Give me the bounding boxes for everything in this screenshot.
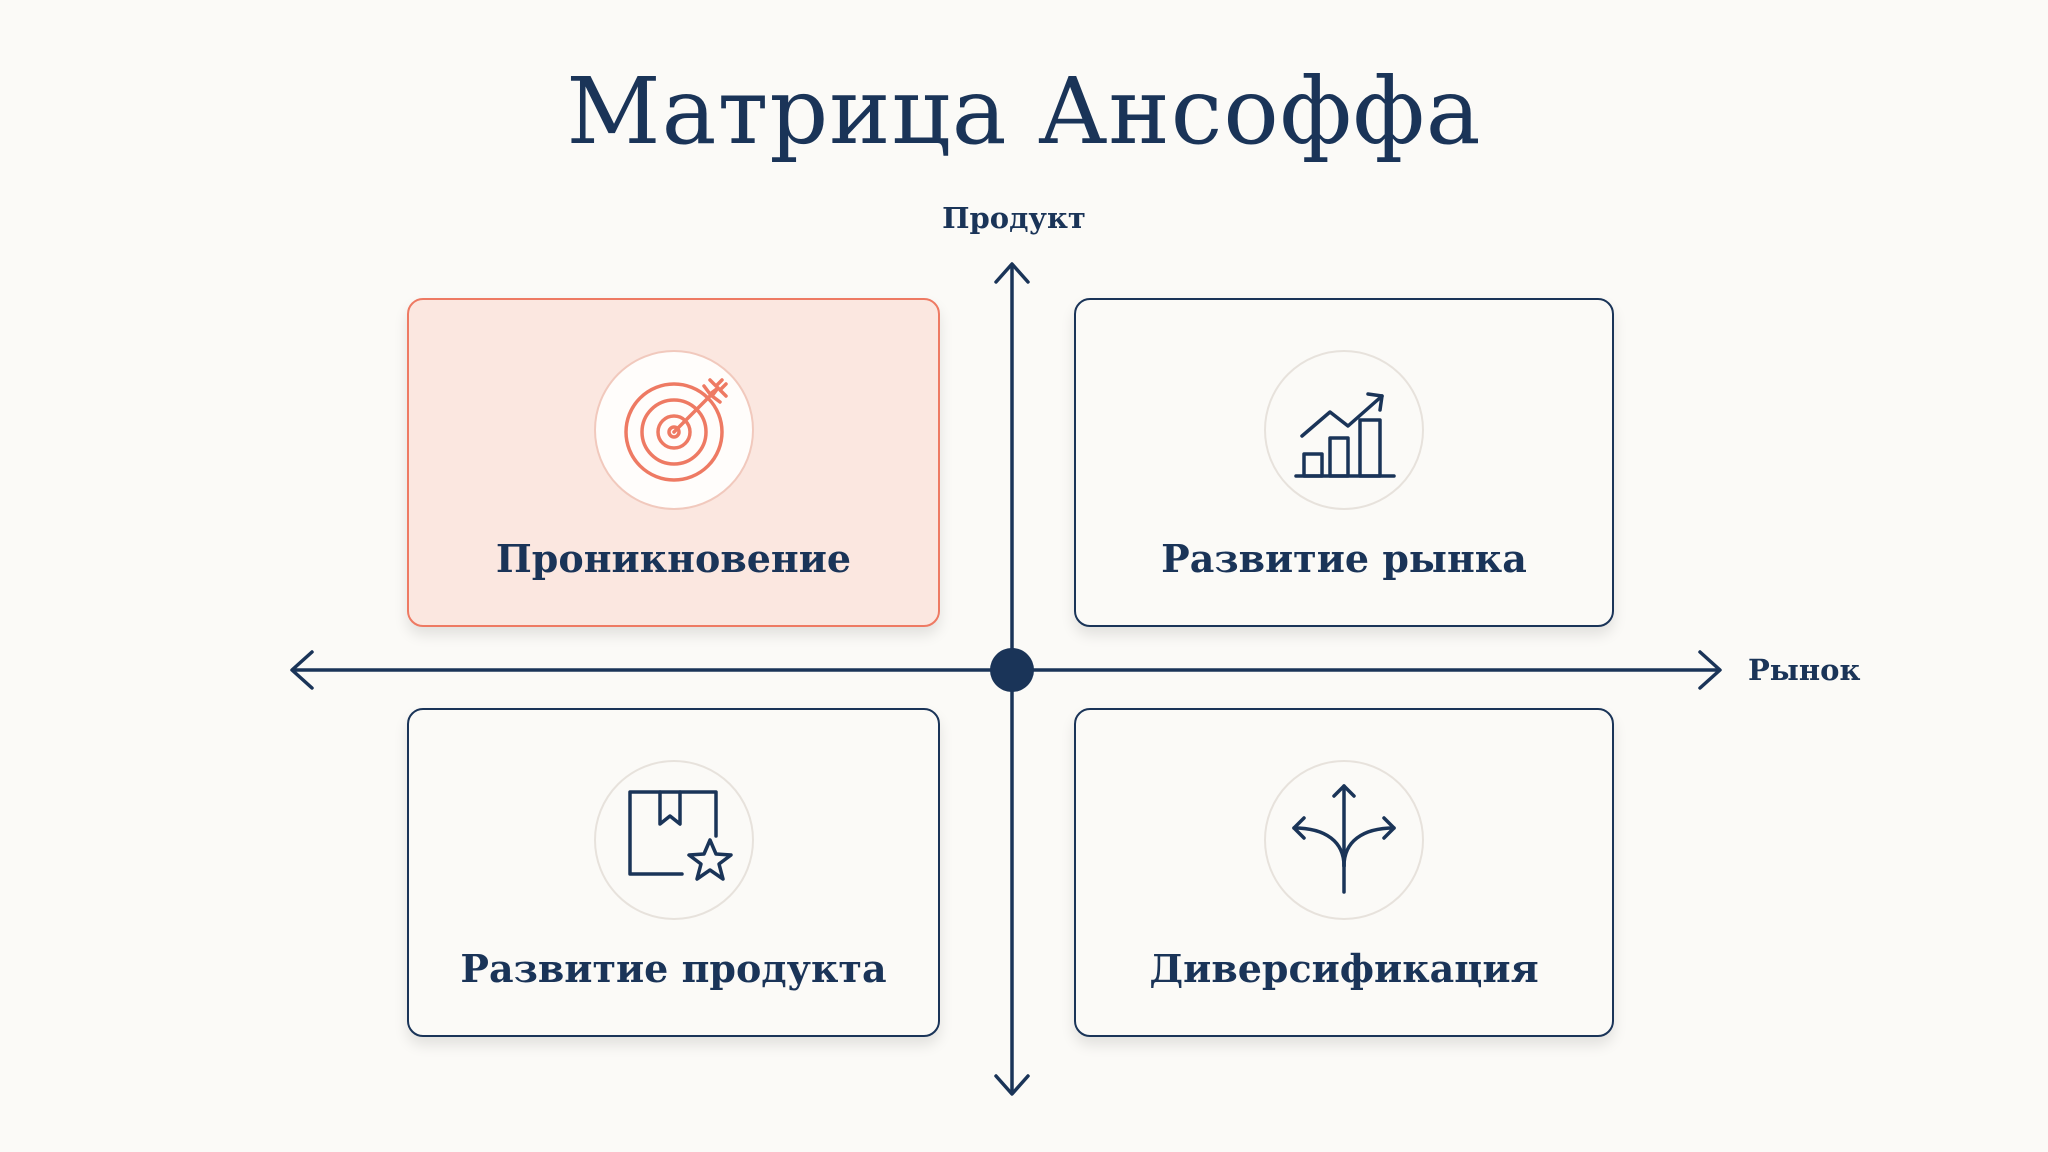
- quadrant-label: Развитие рынка: [1161, 536, 1527, 581]
- y-axis-bottom-arrow: [994, 1074, 1030, 1096]
- quadrant-label: Проникновение: [495, 536, 852, 581]
- icon-circle: [1264, 760, 1424, 920]
- y-axis-top-arrow: [994, 262, 1030, 284]
- x-axis-label: Рынок: [1748, 653, 1861, 687]
- target-icon: [624, 378, 728, 482]
- quadrant-market-development: Развитие рынка: [1074, 298, 1614, 627]
- quadrant-label: Диверсификация: [1149, 946, 1539, 991]
- split-arrows-icon: [1292, 784, 1396, 894]
- icon-circle: [594, 350, 754, 510]
- product-box-star-icon: [628, 790, 733, 881]
- quadrant-penetration: Проникновение: [407, 298, 940, 627]
- growth-chart-icon: [1294, 392, 1396, 478]
- y-axis-label: Продукт: [942, 201, 1086, 235]
- x-axis-right-arrow: [1698, 650, 1722, 690]
- quadrant-product-development: Развитие продукта: [407, 708, 940, 1037]
- quadrant-diversification: Диверсификация: [1074, 708, 1614, 1037]
- x-axis-left-arrow: [290, 650, 314, 690]
- origin-dot: [990, 648, 1034, 692]
- quadrant-label: Развитие продукта: [460, 946, 887, 991]
- icon-circle: [1264, 350, 1424, 510]
- page-title: Матрица Ансоффа: [566, 58, 1482, 165]
- icon-circle: [594, 760, 754, 920]
